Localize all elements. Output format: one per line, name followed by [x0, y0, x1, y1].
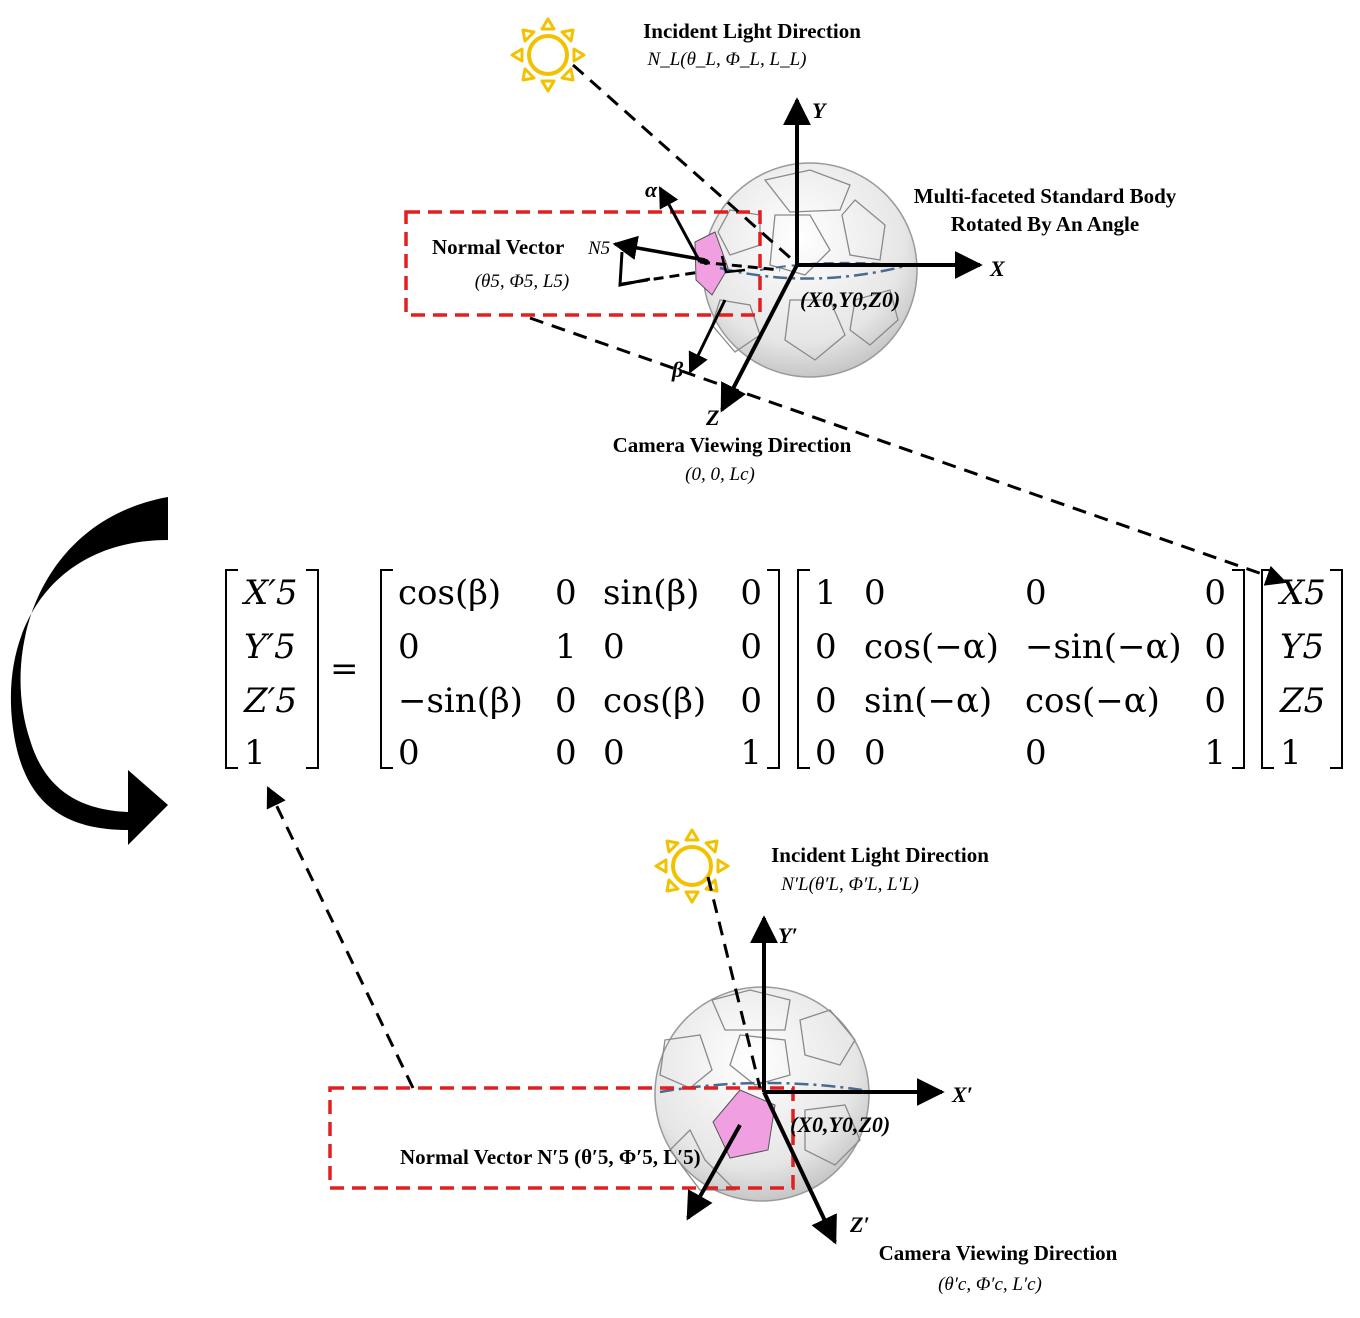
- rot-x-cell-2-2: cos(−α): [1025, 681, 1160, 721]
- sun-icon-top: [510, 17, 586, 93]
- rhs-z: Z5: [1279, 681, 1325, 721]
- rot-x-cell-3-2: 0: [1025, 733, 1047, 773]
- rot-y-cell-2-0: −sin(β): [398, 681, 523, 721]
- origin-label-top: (X0,Y0,Z0): [800, 287, 900, 312]
- rot-y-cell-3-2: 0: [603, 733, 625, 773]
- rot-y-cell-0-0: cos(β): [398, 573, 501, 613]
- axis-z-label-bottom: Z′: [849, 1212, 870, 1237]
- light-formula-top: N_L(θ_L, Φ_L, L_L): [647, 49, 807, 70]
- rot-y-cell-0-3: 0: [740, 573, 762, 613]
- rot-x-cell-0-3: 0: [1204, 573, 1226, 613]
- rot-y-cell-3-3: 1: [740, 733, 762, 773]
- lhs-z: Z′5: [243, 681, 297, 721]
- rot-y-cell-1-2: 0: [603, 627, 625, 667]
- camera-formula-top: (0, 0, Lc): [685, 464, 755, 485]
- rot-y-cell-3-1: 0: [555, 733, 577, 773]
- camera-formula-bottom: (θ′c, Φ′c, L′c): [938, 1274, 1042, 1295]
- body-title-1: Multi-faceted Standard Body: [914, 184, 1177, 208]
- beta-label: β: [671, 357, 684, 382]
- equals-sign: =: [330, 649, 359, 689]
- rot-y-cell-3-0: 0: [398, 733, 420, 773]
- normal-vector-bottom: [686, 1124, 742, 1221]
- rot-y-cell-0-1: 0: [555, 573, 577, 613]
- rot-x-cell-3-3: 1: [1204, 733, 1226, 773]
- rot-y-cell-2-3: 0: [740, 681, 762, 721]
- rot-x-cell-1-3: 0: [1204, 627, 1226, 667]
- highlight-box-top: [404, 210, 762, 317]
- rot-x-cell-2-0: 0: [815, 681, 837, 721]
- axis-z-bottom: [762, 1091, 837, 1245]
- camera-title-bottom: Camera Viewing Direction: [879, 1241, 1118, 1265]
- rhs-1: 1: [1280, 733, 1302, 773]
- rot-x-cell-1-2: −sin(−α): [1025, 627, 1182, 667]
- alpha-label: α: [645, 177, 658, 202]
- normal-label-bottom: Normal Vector N′5 (θ′5, Φ′5, L′5): [400, 1145, 701, 1169]
- camera-title-top: Camera Viewing Direction: [613, 433, 852, 457]
- normal-title-top: Normal Vector: [432, 235, 564, 259]
- polyhedron-bottom: [654, 986, 870, 1202]
- lhs-x: X′5: [241, 573, 298, 613]
- light-title-top: Incident Light Direction: [643, 19, 861, 43]
- highlight-box-bottom: [328, 1086, 795, 1190]
- axis-x-label-top: X: [989, 256, 1006, 281]
- rhs-x: X5: [1277, 573, 1326, 613]
- normal-formula-top: (θ5, Φ5, L5): [475, 271, 570, 292]
- facet-5-top: [694, 231, 729, 296]
- axis-x-label-bottom: X′: [951, 1082, 973, 1107]
- light-formula-bottom: N′L(θ′L, Φ′L, L′L): [780, 874, 919, 895]
- lhs-y: Y′5: [244, 627, 296, 667]
- rot-y-cell-1-0: 0: [398, 627, 420, 667]
- polyhedron-top: [694, 162, 918, 378]
- normal-symbol-top: N5: [587, 238, 610, 259]
- axis-z-label-top: Z: [705, 405, 719, 430]
- rot-x-cell-3-1: 0: [864, 733, 886, 773]
- rot-x-cell-0-2: 0: [1025, 573, 1047, 613]
- rot-x-cell-1-0: 0: [815, 627, 837, 667]
- sun-icon-bottom: [654, 828, 730, 904]
- rot-x-cell-2-1: sin(−α): [864, 681, 992, 721]
- rot-y-cell-1-3: 0: [740, 627, 762, 667]
- axis-z-top: [720, 264, 799, 413]
- rot-x-cell-0-0: 1: [815, 573, 837, 613]
- rot-y-cell-0-2: sin(β): [603, 573, 699, 613]
- light-title-bottom: Incident Light Direction: [771, 843, 989, 867]
- rot-y-cell-1-1: 1: [555, 627, 577, 667]
- rot-y-cell-2-1: 0: [555, 681, 577, 721]
- curved-arrow-icon: [10, 497, 168, 845]
- rot-x-cell-2-3: 0: [1204, 681, 1226, 721]
- rot-x-cell-3-0: 0: [815, 733, 837, 773]
- rot-y-cell-2-2: cos(β): [603, 681, 706, 721]
- body-title-2: Rotated By An Angle: [951, 212, 1139, 236]
- origin-label-bottom: (X0,Y0,Z0): [790, 1112, 890, 1137]
- axis-y-label-top: Y: [812, 98, 828, 123]
- lhs-1: 1: [244, 733, 266, 773]
- axis-y-label-bottom: Y′: [778, 923, 798, 948]
- rhs-y: Y5: [1280, 627, 1324, 667]
- rot-x-cell-1-1: cos(−α): [864, 627, 999, 667]
- rot-x-cell-0-1: 0: [864, 573, 886, 613]
